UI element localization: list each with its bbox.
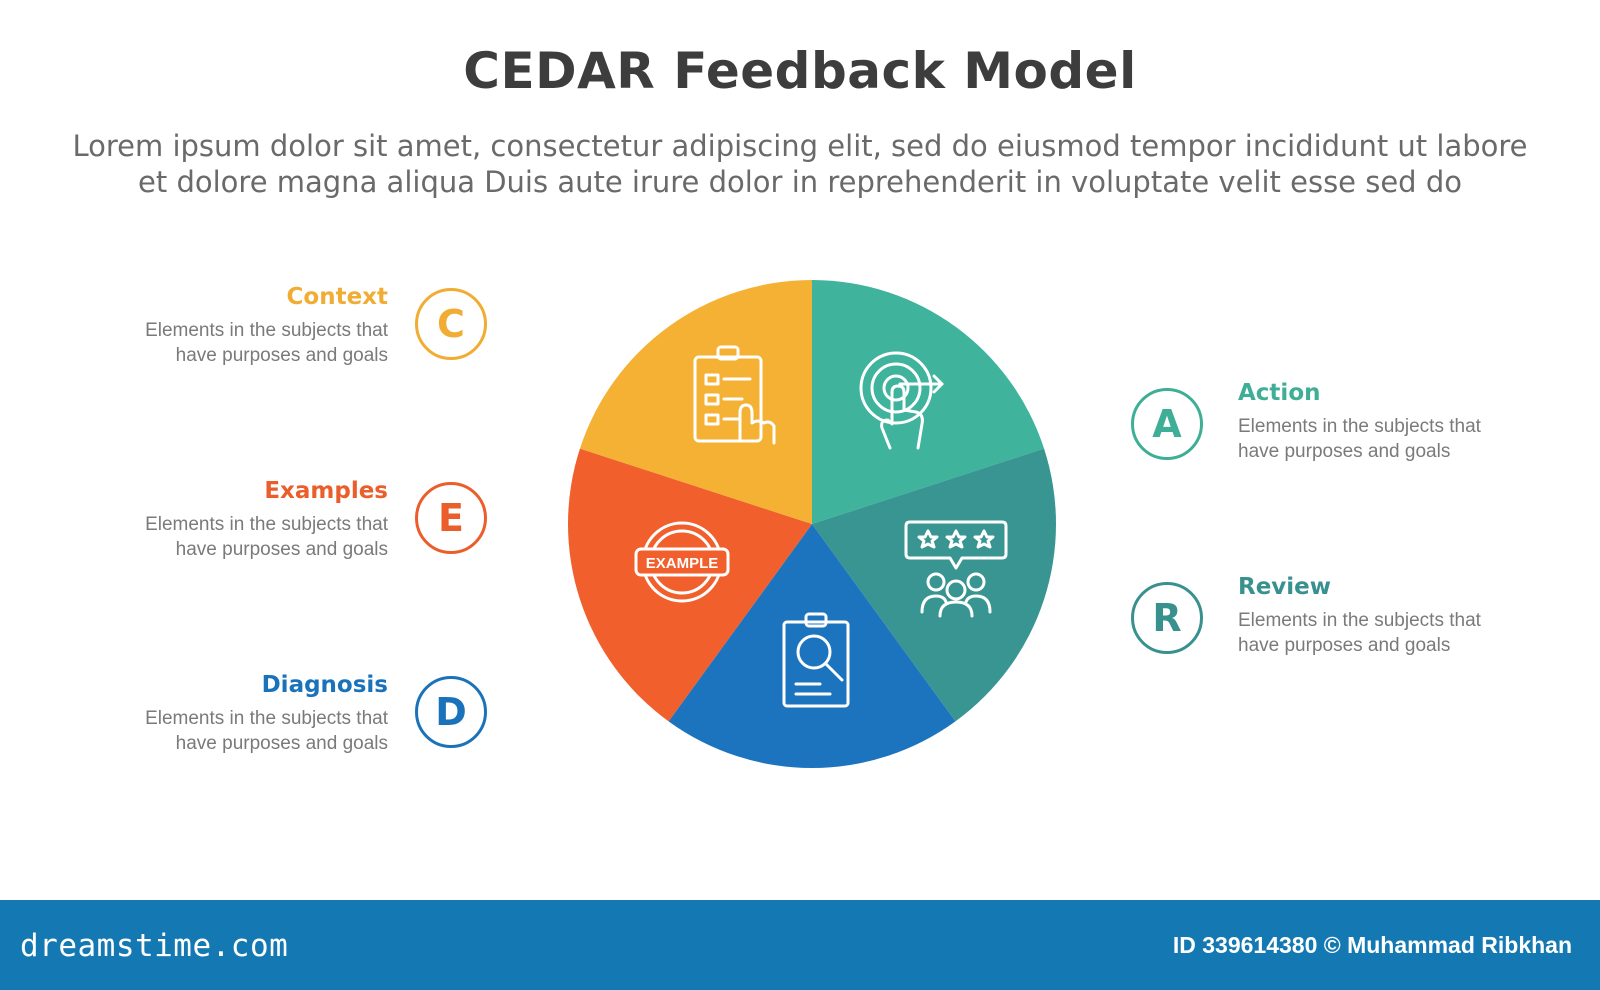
examples-letter-badge: E — [415, 482, 487, 554]
diagnosis-desc-line-1: Elements in the subjects that — [145, 708, 388, 729]
review-description: Elements in the subjects that have purpo… — [1238, 608, 1568, 658]
pie-slice-review — [812, 448, 1056, 722]
footer-credit: ID 339614380 © Muhammad Ribkhan — [1172, 932, 1572, 958]
diagnosis-desc-line-2: have purposes and goals — [175, 733, 388, 754]
action-description: Elements in the subjects that have purpo… — [1238, 414, 1568, 464]
action-desc-line-2: have purposes and goals — [1238, 441, 1451, 462]
footer-bar: dreamstime.com ID 339614380 © Muhammad R… — [0, 900, 1600, 990]
item-review: Review Elements in the subjects that hav… — [1238, 574, 1568, 658]
rating-icon — [904, 520, 1008, 618]
subtitle-line-2: et dolore magna aliqua Duis aute irure d… — [138, 165, 1462, 199]
item-context: Context Elements in the subjects that ha… — [58, 284, 388, 368]
review-label: Review — [1238, 574, 1332, 600]
page-title: CEDAR Feedback Model — [463, 42, 1137, 100]
pie-slice-examples — [567, 448, 812, 722]
example-stamp-text: EXAMPLE — [646, 555, 719, 572]
review-desc-line-2: have purposes and goals — [1238, 635, 1451, 656]
context-label: Context — [286, 284, 388, 310]
context-letter-badge: C — [415, 288, 487, 360]
context-desc-line-2: have purposes and goals — [175, 345, 388, 366]
examples-desc-line-1: Elements in the subjects that — [145, 514, 388, 535]
context-description: Elements in the subjects that have purpo… — [58, 318, 388, 368]
action-label: Action — [1238, 380, 1321, 406]
clipboard-checklist-icon — [693, 345, 776, 445]
item-action: Action Elements in the subjects that hav… — [1238, 380, 1568, 464]
subtitle-line-1: Lorem ipsum dolor sit amet, consectetur … — [72, 129, 1528, 163]
diagnosis-letter-badge: D — [415, 676, 487, 748]
pie-diagram: EXAMPLE — [567, 280, 1056, 768]
clipboard-search-icon — [782, 612, 850, 708]
diagnosis-label: Diagnosis — [261, 672, 388, 698]
examples-desc-line-2: have purposes and goals — [175, 539, 388, 560]
action-letter-badge: A — [1131, 388, 1203, 460]
footer-brand: dreamstime.com — [20, 928, 289, 964]
pie-slice-diagnosis — [668, 524, 956, 768]
review-desc-line-1: Elements in the subjects that — [1238, 610, 1481, 631]
context-desc-line-1: Elements in the subjects that — [145, 320, 388, 341]
item-diagnosis: Diagnosis Elements in the subjects that … — [58, 672, 388, 756]
item-examples: Examples Elements in the subjects that h… — [58, 478, 388, 562]
action-desc-line-1: Elements in the subjects that — [1238, 416, 1481, 437]
examples-label: Examples — [264, 478, 388, 504]
diagnosis-description: Elements in the subjects that have purpo… — [58, 706, 388, 756]
review-letter-badge: R — [1131, 582, 1203, 654]
example-stamp-icon: EXAMPLE — [634, 521, 730, 603]
target-icon — [859, 351, 944, 450]
examples-description: Elements in the subjects that have purpo… — [58, 512, 388, 562]
page-subtitle: Lorem ipsum dolor sit amet, consectetur … — [60, 128, 1540, 200]
